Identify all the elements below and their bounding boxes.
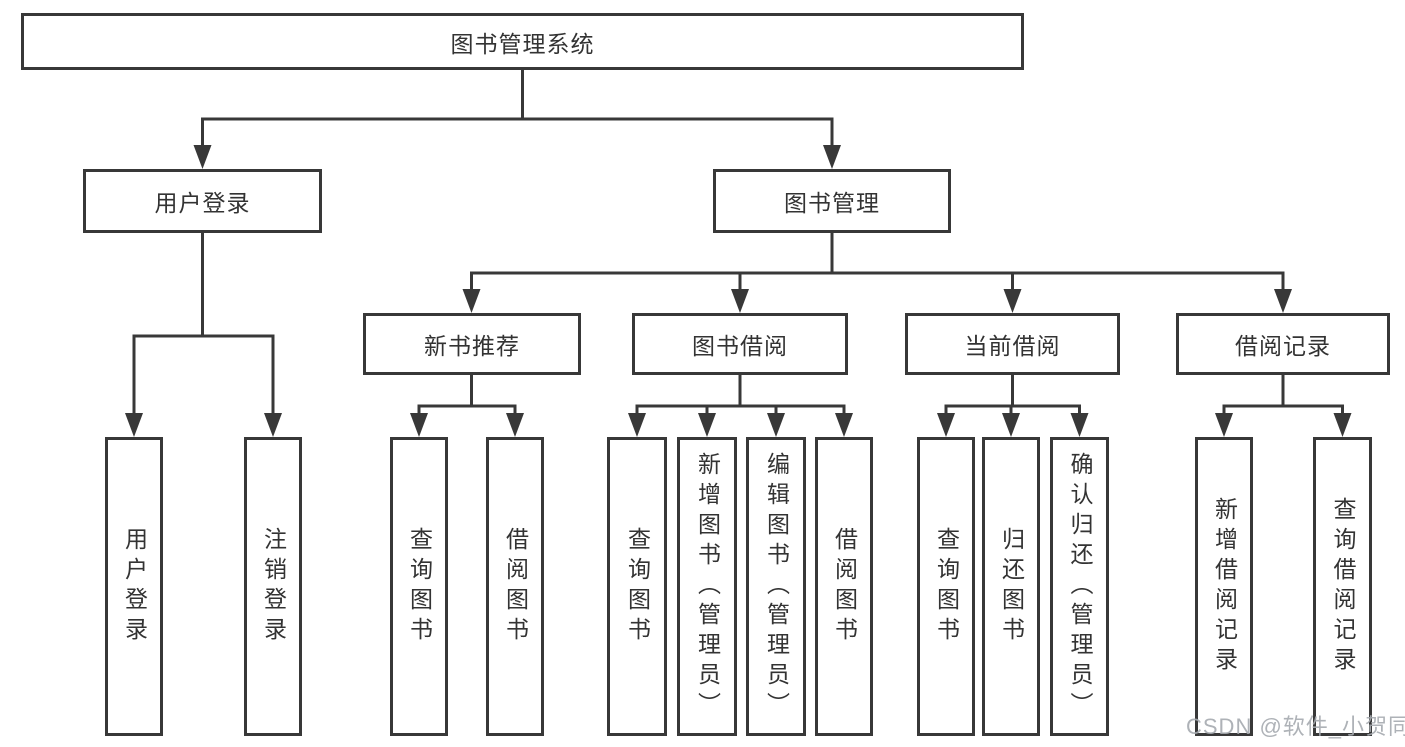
connector-user-login-split xyxy=(132,233,275,418)
connector-current-borrow-split xyxy=(944,375,1081,418)
arrow-down-icon xyxy=(835,413,853,437)
connector-book-borrow-split xyxy=(635,375,846,418)
node-current-borrow-label: 当前借阅 xyxy=(964,333,1061,359)
leaf-query-book-1: 查询图书 xyxy=(390,437,448,736)
arrow-down-icon xyxy=(1274,289,1292,313)
arrow-down-icon xyxy=(937,413,955,437)
arrow-down-icon xyxy=(767,413,785,437)
arrow-down-icon xyxy=(1333,413,1352,437)
leaf-query-book-1-label: 查询图书 xyxy=(406,526,433,647)
leaf-logout: 注销登录 xyxy=(244,437,302,736)
leaf-borrow-book-1-label: 借阅图书 xyxy=(502,526,529,647)
connector-book-mgmt-split xyxy=(470,233,1285,294)
leaf-borrow-book-1: 借阅图书 xyxy=(486,437,544,736)
arrow-down-icon xyxy=(698,413,716,437)
leaf-confirm-return-admin: 确认归还（管理员） xyxy=(1050,437,1109,736)
arrow-down-icon xyxy=(823,145,841,169)
node-root-system: 图书管理系统 xyxy=(21,13,1024,70)
leaf-add-borrow-record: 新增借阅记录 xyxy=(1195,437,1253,736)
node-borrow-record-label: 借阅记录 xyxy=(1235,333,1331,359)
leaf-query-book-2-label: 查询图书 xyxy=(624,526,651,647)
node-new-book-recommend: 新书推荐 xyxy=(363,313,581,375)
leaf-user-login: 用户登录 xyxy=(105,437,163,736)
leaf-query-book-2: 查询图书 xyxy=(607,437,667,736)
connector-root-split xyxy=(201,70,834,150)
leaf-borrow-book-2-label: 借阅图书 xyxy=(831,526,858,647)
arrow-down-icon xyxy=(462,289,481,313)
leaf-edit-book-admin-label: 编辑图书（管理员） xyxy=(763,451,790,722)
node-root-label: 图书管理系统 xyxy=(450,30,595,57)
leaf-query-book-3-label: 查询图书 xyxy=(933,526,960,647)
arrow-down-icon xyxy=(1070,413,1089,437)
leaf-query-borrow-record-label: 查询借阅记录 xyxy=(1330,496,1356,677)
node-new-book-recommend-label: 新书推荐 xyxy=(424,333,520,359)
node-book-management: 图书管理 xyxy=(713,169,951,233)
arrow-down-icon xyxy=(193,145,212,169)
arrow-down-icon xyxy=(1002,413,1020,437)
arrow-down-icon xyxy=(410,413,428,437)
leaf-return-book-label: 归还图书 xyxy=(998,526,1025,647)
leaf-borrow-book-2: 借阅图书 xyxy=(815,437,873,736)
node-book-management-label: 图书管理 xyxy=(784,190,880,216)
node-book-borrow-label: 图书借阅 xyxy=(692,333,788,359)
leaf-add-book-admin-label: 新增图书（管理员） xyxy=(694,451,721,722)
leaf-query-borrow-record: 查询借阅记录 xyxy=(1313,437,1372,736)
arrow-down-icon xyxy=(1215,413,1233,437)
arrow-down-icon xyxy=(731,289,749,313)
node-user-login-label: 用户登录 xyxy=(154,190,251,216)
arrow-down-icon xyxy=(1003,289,1022,313)
arrow-down-icon xyxy=(125,413,143,437)
arrow-down-icon xyxy=(264,413,282,437)
leaf-add-book-admin: 新增图书（管理员） xyxy=(677,437,737,736)
arrow-down-icon xyxy=(506,413,524,437)
node-user-login: 用户登录 xyxy=(83,169,322,233)
leaf-user-login-label: 用户登录 xyxy=(121,526,148,647)
leaf-add-borrow-record-label: 新增借阅记录 xyxy=(1211,496,1238,677)
csdn-watermark: CSDN @软件_小贺同学 xyxy=(1186,714,1405,739)
connector-borrow-record-split xyxy=(1222,375,1344,418)
arrow-down-icon xyxy=(628,413,646,437)
leaf-confirm-return-admin-label: 确认归还（管理员） xyxy=(1067,451,1093,722)
node-current-borrow: 当前借阅 xyxy=(905,313,1120,375)
leaf-return-book: 归还图书 xyxy=(982,437,1040,736)
leaf-query-book-3: 查询图书 xyxy=(917,437,975,736)
node-borrow-record: 借阅记录 xyxy=(1176,313,1390,375)
connector-new-book-split xyxy=(417,375,517,418)
node-book-borrow: 图书借阅 xyxy=(632,313,848,375)
leaf-edit-book-admin: 编辑图书（管理员） xyxy=(746,437,806,736)
leaf-logout-label: 注销登录 xyxy=(260,526,287,647)
